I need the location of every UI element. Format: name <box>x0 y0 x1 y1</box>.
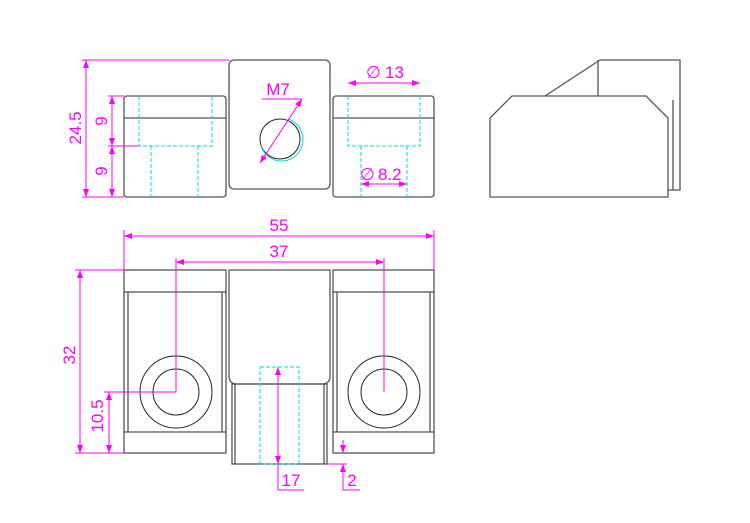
side-view <box>489 59 681 198</box>
dim-upper-height: 9 <box>92 116 111 125</box>
dim-hole: 8.2 <box>378 165 402 184</box>
dim-overall-height: 24.5 <box>66 111 85 144</box>
center-block <box>228 59 331 190</box>
dim-center-width: 17 <box>282 471 301 490</box>
dim-lower-height: 9 <box>92 166 111 175</box>
front-dimensions: 24.5 9 9 M7 ∅ 13 ∅ 8.2 <box>66 59 420 198</box>
top-view <box>123 269 435 465</box>
front-view <box>123 59 435 198</box>
diameter-symbol: ∅ <box>360 165 375 184</box>
dim-overall-width: 55 <box>270 216 289 235</box>
diameter-symbol: ∅ <box>366 63 381 82</box>
top-dimensions: 55 37 32 10.5 17 2 <box>60 216 435 491</box>
dim-hole-spacing: 37 <box>270 242 289 261</box>
dim-hole-offset: 10.5 <box>88 399 107 432</box>
dim-counterbore: 13 <box>385 63 404 82</box>
right-block <box>332 95 435 198</box>
dim-thread: M7 <box>266 80 290 99</box>
dim-step: 2 <box>347 471 356 490</box>
dim-overall-depth: 32 <box>60 346 79 365</box>
left-block-top <box>123 269 227 454</box>
